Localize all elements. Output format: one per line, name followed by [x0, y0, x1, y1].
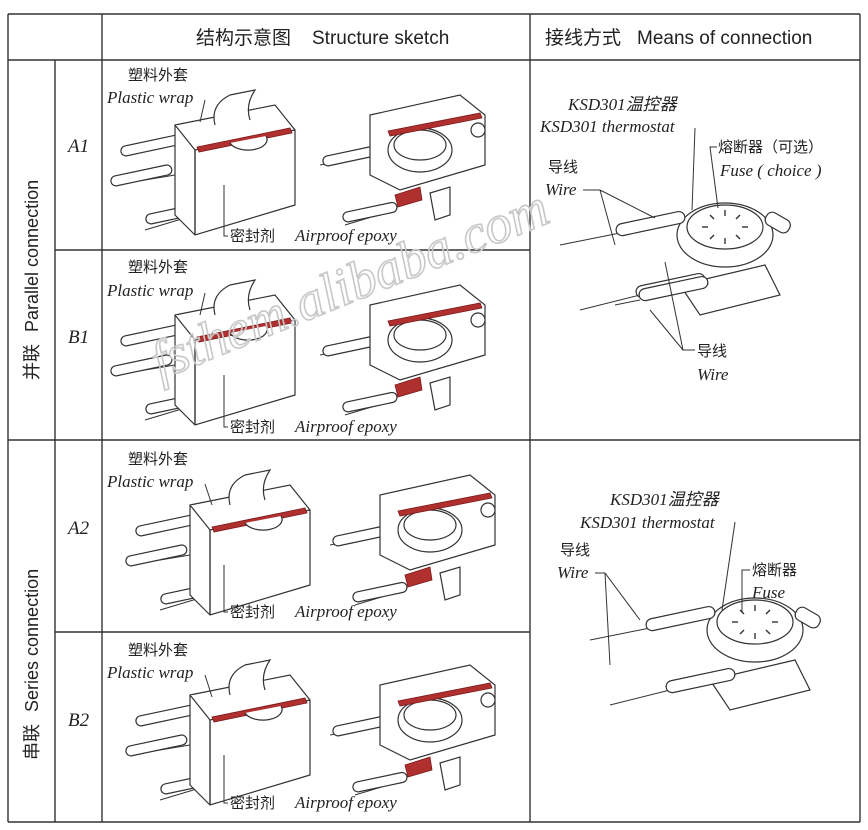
row-label-b1: B1 — [68, 327, 89, 348]
par-wire2-en: Wire — [697, 365, 729, 384]
a1-epoxy-cn: 密封剂 — [230, 227, 275, 245]
b2-epoxy-cn: 密封剂 — [230, 794, 275, 812]
ser-fuse-cn: 熔断器 — [752, 561, 797, 579]
b2-epoxy-en: Airproof epoxy — [294, 793, 397, 812]
par-thermo-cn: KSD301温控器 — [567, 95, 679, 114]
series-connection-diagram: KSD301温控器 KSD301 thermostat 熔断器 Fuse 导线 … — [557, 490, 824, 711]
row-label-a1: A1 — [66, 136, 89, 157]
header-connection-en: Means of connection — [637, 28, 812, 49]
b2-plastic-cn: 塑料外套 — [128, 641, 188, 659]
sketch-b2: 塑料外套 Plastic wrap 密封剂 Airproof epoxy — [106, 641, 496, 812]
a1-plastic-en: Plastic wrap — [106, 88, 193, 107]
sketch-b1: 塑料外套 Plastic wrap 密封剂 Airproof epoxy — [106, 258, 486, 436]
header-structure-cn: 结构示意图 — [196, 27, 291, 49]
a2-epoxy-en: Airproof epoxy — [294, 602, 397, 621]
b2-plastic-en: Plastic wrap — [106, 663, 193, 682]
sketch-a2: 塑料外套 Plastic wrap 密封剂 Airproof epoxy — [106, 450, 496, 621]
group-series-en: Series connection — [22, 569, 42, 712]
group-parallel-cn: 并联 — [22, 344, 42, 380]
table-grid — [7, 13, 861, 823]
ser-thermo-en: KSD301 thermostat — [579, 513, 716, 532]
b1-plastic-cn: 塑料外套 — [128, 258, 188, 276]
a1-epoxy-en: Airproof epoxy — [294, 226, 397, 245]
par-wire1-en: Wire — [545, 180, 577, 199]
group-parallel-en: Parallel connection — [22, 180, 42, 332]
a2-epoxy-cn: 密封剂 — [230, 603, 275, 621]
parallel-connection-diagram: KSD301温控器 KSD301 thermostat 熔断器（可选） Fuse… — [539, 95, 823, 384]
ser-wire-cn: 导线 — [560, 541, 590, 559]
header-structure-en: Structure sketch — [312, 28, 449, 49]
header-connection-cn: 接线方式 — [545, 27, 621, 49]
row-label-a2: A2 — [66, 518, 90, 539]
a2-plastic-cn: 塑料外套 — [128, 450, 188, 468]
par-thermo-en: KSD301 thermostat — [539, 117, 676, 136]
par-fuse-cn: 熔断器（可选） — [718, 138, 823, 156]
group-series-cn: 串联 — [22, 724, 42, 760]
ser-thermo-cn: KSD301温控器 — [609, 490, 721, 509]
par-fuse-en: Fuse ( choice ) — [719, 161, 822, 180]
b1-plastic-en: Plastic wrap — [106, 281, 193, 300]
par-wire1-cn: 导线 — [548, 158, 578, 176]
ser-wire-en: Wire — [557, 563, 589, 582]
sketch-a1: 塑料外套 Plastic wrap 密封剂 Airproof epoxy — [106, 66, 486, 245]
b1-epoxy-cn: 密封剂 — [230, 418, 275, 436]
row-label-b2: B2 — [68, 710, 90, 731]
a1-plastic-cn: 塑料外套 — [128, 66, 188, 84]
par-wire2-cn: 导线 — [697, 342, 727, 360]
ser-fuse-en: Fuse — [751, 583, 786, 602]
a2-plastic-en: Plastic wrap — [106, 472, 193, 491]
b1-epoxy-en: Airproof epoxy — [294, 417, 397, 436]
